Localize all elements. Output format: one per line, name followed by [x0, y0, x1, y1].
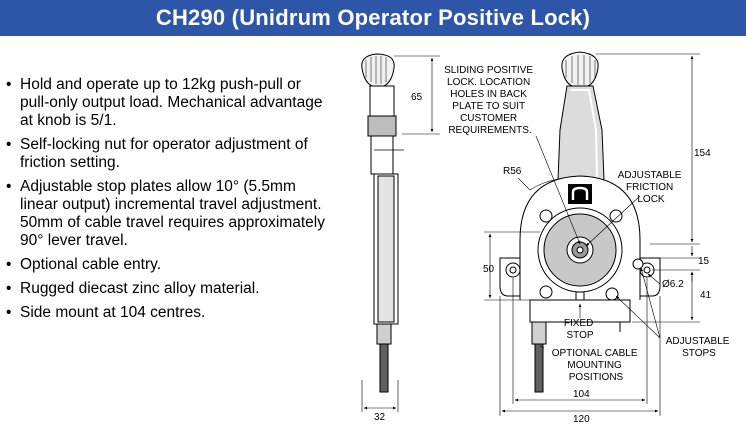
- feature-list: Hold and operate up to 12kg push-pull or…: [6, 76, 326, 328]
- dim-r56-label: R56: [503, 166, 522, 177]
- dim-104-label: 104: [573, 389, 590, 400]
- dim-32-label: 32: [374, 412, 386, 423]
- fixed-stop-callout: FIXED STOP: [564, 318, 596, 341]
- dim-50-label: 50: [483, 264, 495, 275]
- front-dimensions: [484, 53, 700, 416]
- feature-item: Rugged diecast zinc alloy material.: [6, 280, 326, 298]
- dim-65-label: 65: [411, 92, 423, 103]
- cable-mounting-callout: OPTIONAL CABLE MOUNTING POSITIONS: [552, 348, 641, 383]
- friction-lock-callout: ADJUSTABLE FRICTION LOCK: [618, 170, 685, 205]
- dim-15-label: 15: [698, 256, 710, 267]
- feature-item: Optional cable entry.: [6, 256, 326, 274]
- feature-item: Side mount at 104 centres.: [6, 304, 326, 322]
- dim-62-label: Ø6.2: [662, 279, 684, 290]
- feature-item: Self-locking nut for operator adjustment…: [6, 136, 326, 172]
- dim-154-label: 154: [694, 148, 711, 159]
- sliding-lock-callout: SLIDING POSITIVE LOCK. LOCATION HOLES IN…: [444, 65, 536, 136]
- dim-41-label: 41: [700, 290, 712, 301]
- front-view: [499, 51, 661, 393]
- feature-item: Hold and operate up to 12kg push-pull or…: [6, 76, 326, 130]
- dim-120-label: 120: [573, 414, 590, 425]
- page-title: CH290 (Unidrum Operator Positive Lock): [0, 0, 746, 36]
- adjustable-stops-callout: ADJUSTABLE STOPS: [666, 336, 733, 359]
- feature-item: Adjustable stop plates allow 10° (5.5mm …: [6, 178, 326, 250]
- side-view: [361, 53, 440, 412]
